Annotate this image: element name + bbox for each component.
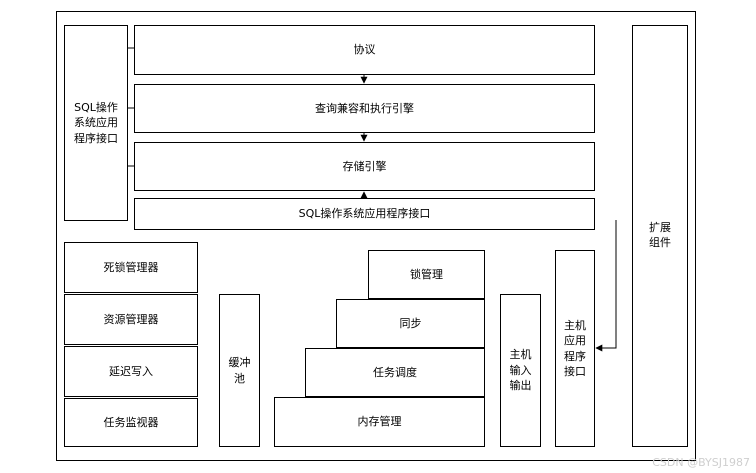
protocol-box: 协议: [134, 25, 595, 75]
sql-os-api-bottom-box: SQL操作系统应用程序接口: [134, 198, 595, 230]
lock-manager-label: 锁管理: [410, 267, 443, 281]
lock-manager-box: 锁管理: [368, 250, 485, 299]
extension-components-label: 扩展组件: [649, 221, 671, 250]
storage-engine-box: 存储引擎: [134, 142, 595, 191]
host-api-box: 主机应用程序接口: [555, 250, 595, 447]
watermark: CSDN @BYSJ1987: [652, 456, 750, 469]
host-io-label: 主机输入输出: [509, 348, 532, 393]
deadlock-manager-label: 死锁管理器: [103, 260, 159, 274]
task-monitor-box: 任务监视器: [64, 398, 198, 447]
sync-box: 同步: [336, 299, 485, 348]
task-monitor-label: 任务监视器: [103, 415, 159, 429]
buffer-pool-box: 缓冲池: [219, 294, 260, 447]
task-scheduler-label: 任务调度: [373, 365, 417, 379]
memory-manager-label: 内存管理: [357, 415, 402, 429]
sync-label: 同步: [399, 316, 422, 330]
lazy-writer-label: 延迟写入: [109, 364, 153, 378]
task-scheduler-box: 任务调度: [305, 348, 485, 397]
sql-os-api-left-box: SQL操作系统应用程序接口: [64, 25, 128, 221]
protocol-label: 协议: [353, 43, 376, 57]
storage-engine-label: 存储引擎: [342, 159, 387, 173]
resource-manager-box: 资源管理器: [64, 294, 198, 345]
extension-components-box: 扩展组件: [632, 25, 688, 447]
host-io-box: 主机输入输出: [500, 294, 541, 447]
query-engine-box: 查询兼容和执行引擎: [134, 84, 595, 133]
host-api-label: 主机应用程序接口: [564, 318, 586, 378]
sql-os-api-bottom-label: SQL操作系统应用程序接口: [298, 207, 431, 221]
query-engine-label: 查询兼容和执行引擎: [315, 101, 414, 115]
memory-manager-box: 内存管理: [274, 397, 485, 447]
sql-os-api-left-label: SQL操作系统应用程序接口: [74, 100, 118, 145]
deadlock-manager-box: 死锁管理器: [64, 242, 198, 293]
lazy-writer-box: 延迟写入: [64, 346, 198, 397]
resource-manager-label: 资源管理器: [103, 312, 159, 326]
buffer-pool-label: 缓冲池: [228, 356, 251, 385]
